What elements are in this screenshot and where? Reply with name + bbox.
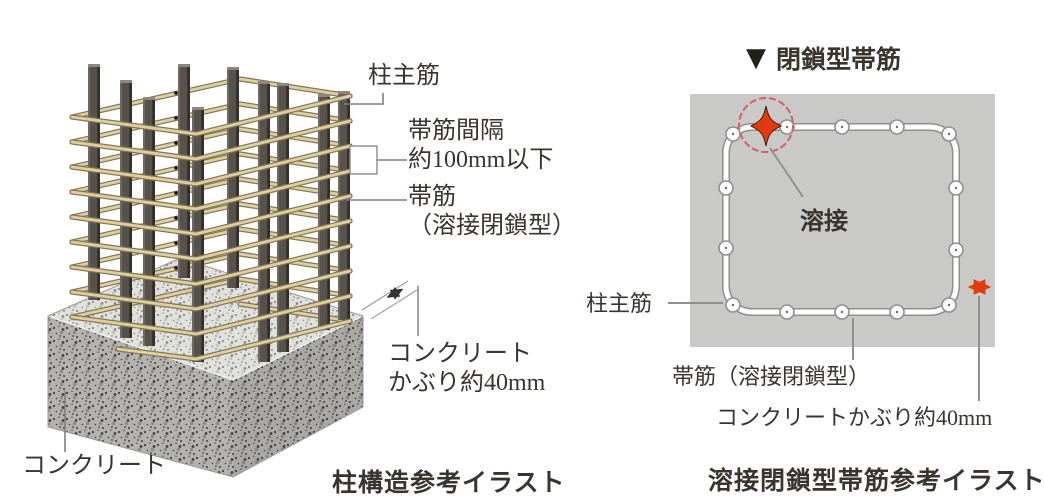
label-main-rebar-left: 柱主筋 — [368, 63, 440, 89]
caption-left-figure: 柱構造参考イラスト — [332, 470, 566, 497]
section-diagram — [668, 94, 995, 401]
cover-guide-line-1 — [361, 280, 409, 311]
label-hoop-spacing-line2: 約100mm以下 — [408, 147, 554, 173]
label-hoop-line2: （溶接閉鎖型） — [408, 213, 576, 239]
label-hoop-left: 帯筋 （溶接閉鎖型） — [408, 183, 576, 241]
cover-gap-arrow — [386, 286, 404, 300]
right-leader-lines — [668, 296, 980, 401]
spacing-bracket — [349, 145, 378, 175]
hoops-front-edges — [69, 93, 353, 362]
right-figure-title: ▼ 閉鎖型帯筋 — [746, 40, 901, 76]
leader-weld — [769, 147, 804, 198]
label-cover-right: コンクリートかぶり約40mm — [716, 405, 993, 430]
label-hoop-right: 帯筋（溶接閉鎖型） — [672, 364, 871, 389]
right-figure-title-text: 閉鎖型帯筋 — [776, 47, 902, 74]
weld-highlight-circle — [738, 97, 794, 153]
label-concrete: コンクリート — [22, 453, 166, 479]
label-hoop-spacing: 帯筋間隔 約100mm以下 — [408, 117, 553, 175]
left-leader-lines — [64, 93, 419, 452]
weld-star-icon — [749, 105, 783, 147]
label-cover-left: コンクリート かぶり約40mm — [388, 340, 545, 398]
label-weld: 溶接 — [800, 209, 848, 235]
caption-right-figure: 溶接閉鎖型帯筋参考イラスト — [708, 468, 1044, 495]
rebar-circle-dots — [724, 125, 958, 314]
label-hoop-line1: 帯筋 — [408, 184, 456, 210]
cover-guide-line-2 — [370, 289, 418, 320]
label-hoop-spacing-line1: 帯筋間隔 — [408, 118, 504, 144]
label-main-rebar-right: 柱主筋 — [586, 291, 653, 316]
label-cover-line2: かぶり約40mm — [388, 370, 546, 396]
label-cover-line1: コンクリート — [388, 341, 532, 367]
leader-main-rebar-left — [344, 93, 384, 105]
triangle-marker-icon: ▼ — [746, 43, 766, 73]
